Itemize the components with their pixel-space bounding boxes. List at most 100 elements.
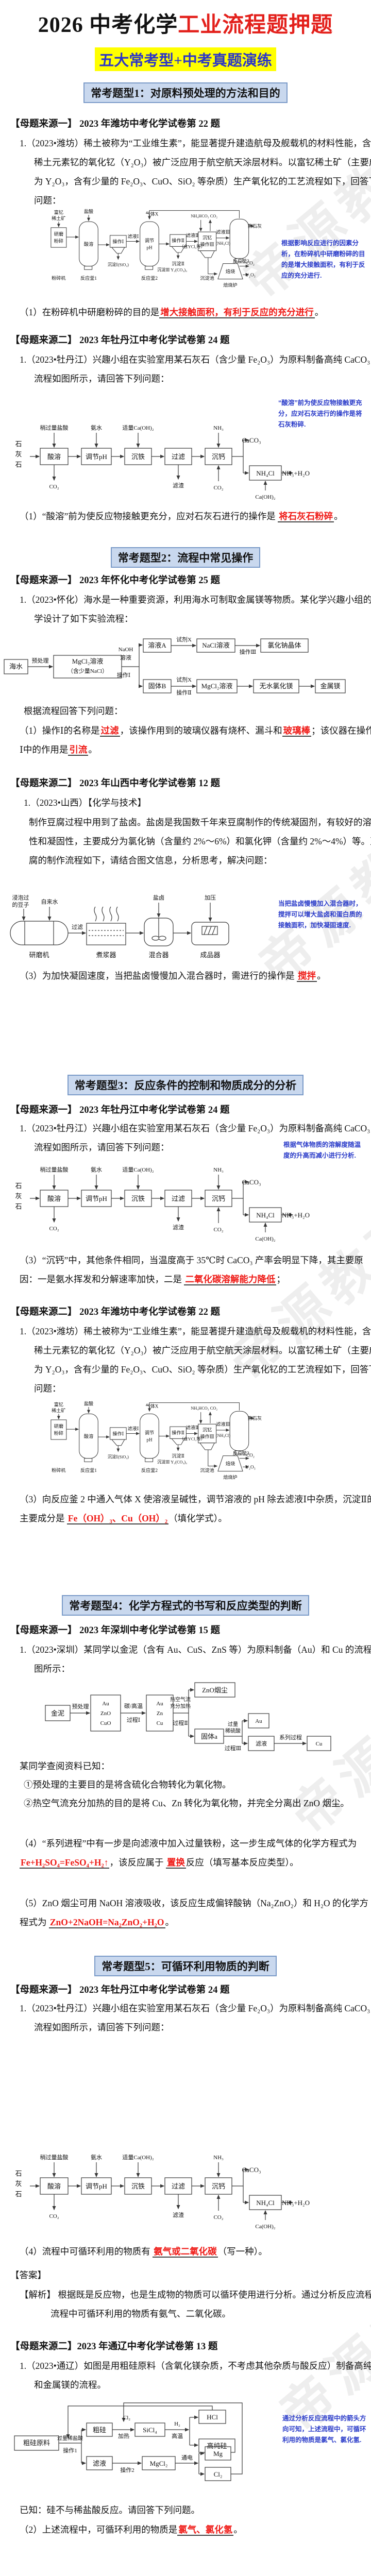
fc-text: MgCl₂溶液: [201, 682, 233, 690]
flowchart-limestone: 石 灰 石 稍过量盐酸 酸溶 CO₂ 氨水 调节pH 适量Ca(OH)₂ 沉铁 …: [7, 421, 347, 504]
fc-text: CO₂: [213, 2214, 223, 2221]
fc-text: 石: [15, 461, 22, 468]
fc-text: 试剂X: [176, 676, 192, 683]
fc-text: H₂: [174, 2421, 180, 2427]
fc-text: 金属镁: [320, 682, 340, 690]
fc-text: 操作Ⅰ: [112, 1431, 124, 1436]
answer-blank: ZnO+2NaOH=Na₂ZnO₂+H₂O: [48, 1917, 165, 1928]
flowchart-limestone-3: 石 灰 石 稍过量盐酸 酸溶 CO₂ 氨水 调节pH 适量Ca(OH)₂ 沉铁 …: [7, 2151, 347, 2233]
fc-text: 熟石灰: [248, 1415, 262, 1421]
info-line: ①预处理的主要目的是将含硫化合物转化为氧化物。: [24, 1780, 231, 1790]
fc-text: 操作Ⅲ: [200, 242, 214, 247]
answer-line: （3）“沉钙”中，其他条件相同，当温度高于 35℃时 CaCO₃ 产率会明显下降…: [10, 1251, 371, 1289]
fc-text: 焙烧: [226, 268, 235, 274]
fc-text: Au: [255, 1718, 262, 1724]
source-heading: 【母题来源二】 2023 年山西中考化学试卷第 12 题: [10, 778, 221, 789]
answer-line: （2）上述流程中，可循环利用的物质是氯气、氯化氢。: [10, 2520, 371, 2539]
fc-text: 海水: [9, 663, 23, 670]
fc-text: 酸溶: [47, 1195, 61, 1202]
answer-blank: Fe（OH）₃、Cu（OH）₂: [66, 1513, 169, 1524]
fc-text: 气体X: [146, 1403, 159, 1409]
fc-text: NH₃+H₂O: [282, 2199, 310, 2207]
source-heading: 【母题来源一】 2023 年深圳中考化学试卷第 15 题: [10, 1625, 221, 1636]
fc-text: 沉淀Ⅰ(SiO₂): [108, 1454, 129, 1460]
fc-text: 通电: [181, 2454, 193, 2461]
fc-text: 滤渣: [173, 482, 184, 489]
flowchart-rare-earth: 富钇 稀土矿 研磨 粉碎 粉碎机 盐酸 酸溶 反应釜1 操作Ⅰ 沉淀Ⅰ(SiO₂…: [15, 207, 273, 291]
fc-shapes: [50, 1402, 254, 1472]
fc-shapes: [4, 638, 346, 693]
fc-text: 的豆子: [12, 901, 29, 908]
fc-text: Cl₂: [123, 2415, 130, 2421]
type1-header: 常考题型1：对原料预处理的方法和目的: [0, 82, 371, 103]
title-black: 2026 中考化学: [38, 13, 178, 37]
flowchart-limestone-2: 石 灰 石 稍过量盐酸 酸溶 CO₂ 氨水 调节pH 适量Ca(OH)₂ 沉铁 …: [7, 1163, 347, 1246]
fc-labels: 石 灰 石 稍过量盐酸 酸溶 CO₂ 氨水 调节pH 适量Ca(OH)₂ 沉铁 …: [15, 2154, 309, 2230]
question-heading: 1.（2023•山西）【化学与技术】: [24, 798, 147, 808]
fc-text: Ca(OH)₂: [255, 494, 275, 500]
fc-labels: 粗硅原料 过量稀盐酸 操作1 粗硅 Cl₂ 加热 SiCl₄ H₂ 高温 HCl…: [23, 2413, 227, 2478]
answer-blank: 氯气、氯化氢: [177, 2524, 234, 2536]
fc-text: CO₂: [246, 1452, 255, 1458]
source-heading: 【母题来源一】 2023 年牡丹江中考化学试卷第 24 题: [10, 1105, 230, 1115]
fc-text: 粗硅: [93, 2426, 106, 2434]
fc-text: 过量稀盐酸: [57, 2435, 83, 2442]
fc-text: 沉钙: [212, 453, 225, 461]
fc-text: HCl: [207, 2413, 218, 2421]
fc-text: 滤液Ⅲ: [216, 229, 230, 235]
fc-text: 氯化钠晶体: [267, 641, 301, 649]
fc-text: 滤渣: [173, 2211, 184, 2218]
source-heading: 【母题来源一】 2023 年怀化中考化学试卷第 25 题: [10, 575, 221, 586]
fc-text: pH: [146, 245, 153, 250]
question-paragraph: 1.（2023•潍坊）稀土被称为“工业维生素”，能显著提升建造航母及舰载机的材料…: [20, 138, 371, 206]
question-paragraph: 制作豆腐过程中用到了盐卤。盐卤是我国数千年来豆腐制作的传统凝固剂，有较好的溶解性…: [29, 817, 371, 866]
fc-text: 操作Ⅰ: [117, 671, 130, 679]
type5-header: 常考题型5：可循环利用物质的判断: [0, 1956, 371, 1976]
fc-text: 反应釜1: [80, 275, 97, 281]
answer-line: （1）操作Ⅰ的名称是过滤，该操作用到的玻璃仪器有烧杯、漏斗和玻璃棒；该仪器在操作…: [10, 721, 371, 759]
fc-text: 粉碎机: [52, 275, 65, 281]
fc-text: 沉钙: [212, 1195, 225, 1202]
answer-post: （填化学式）。: [168, 1513, 227, 1523]
answer-post: 反应（填写基本反应类型）。: [185, 1857, 299, 1868]
fc-text: 过量: [228, 1721, 238, 1727]
fc-text: 高纯硅: [207, 2442, 227, 2450]
fc-text: 稀硫酸: [225, 1727, 241, 1734]
answer-blank: 玻璃棒: [282, 725, 312, 737]
fc-text: NH₄Cl: [256, 469, 275, 477]
answer-pre: （3）为加快凝固速度，当把盐卤慢慢加入混合器时，需进行的操作是: [20, 971, 297, 981]
fc-text: 调节: [145, 1430, 154, 1435]
fc-shapes: [30, 2162, 294, 2220]
fc-text: 沉淀池: [200, 1467, 214, 1473]
type1-header-label: 常考题型1：对原料预处理的方法和目的: [83, 82, 288, 103]
fc-labels: 海水 预处理 MgCl₂溶液 （含少量NaCl） NaOH 溶液 操作Ⅰ 溶液A…: [9, 636, 341, 696]
answer-pre: （4）“系列进程”中有一步是向滤液中加入过量铁粉，这一步生成气体的化学方程式为: [20, 1838, 357, 1849]
answer-post: ；: [276, 1274, 285, 1284]
fc-text: 固体a: [201, 1733, 217, 1740]
fc-shapes: [14, 2402, 243, 2481]
fc-text: 滤液Ⅰ: [127, 1426, 139, 1431]
fc-text: NH₃: [213, 425, 224, 431]
fc-text: 酸溶: [47, 2182, 61, 2190]
fc-text: 溶液: [120, 654, 131, 661]
answer-pre: （4）流程中可循环利用的物质有: [20, 2246, 153, 2257]
fc-text: CaCO₃: [242, 2166, 261, 2174]
analysis-paragraph: 【解析】 根据既是反应物，也是生成物的物质可以循环使用进行分析。通过分析反应流程…: [20, 2290, 371, 2319]
fc-text: 反应釜2: [141, 275, 158, 281]
answer-line: （5）ZnO 烟尘可用 NaOH 溶液吸收，该反应生成偏锌酸钠（Na₂ZnO₂）…: [10, 1894, 371, 1932]
fc-text: 溶液A: [148, 641, 166, 649]
fc-text: 酸溶: [84, 1433, 93, 1439]
question-paragraph: 1.（2023•怀化）海水是一种重要资源，利用海水可制取金属镁等物质。某化学兴趣…: [20, 595, 371, 624]
flowchart-silicon-svg: 粗硅原料 过量稀盐酸 操作1 粗硅 Cl₂ 加热 SiCl₄ H₂ 高温 HCl…: [14, 2402, 243, 2481]
flowchart-rare-earth-2: 富钇 稀土矿 研磨 粉碎 粉碎机 盐酸 酸溶 反应釜1 操作Ⅰ 沉淀Ⅰ(SiO₂…: [15, 1399, 273, 1483]
fc-text: 沉钇: [203, 234, 212, 240]
flowchart-limestone-svg: 石 灰 石 稍过量盐酸 酸溶 CO₂ 氨水 调节pH 适量Ca(OH)₂ 沉铁 …: [15, 1166, 309, 1242]
fc-text: ZnO烟尘: [202, 1686, 228, 1694]
fc-text: 石: [15, 1182, 22, 1190]
fc-text: CaCO₃: [242, 436, 261, 444]
fc-text: 石: [15, 1202, 22, 1210]
fc-text: 沉铁: [131, 2182, 145, 2190]
answer-post: 。: [88, 744, 97, 755]
flowchart-seawater: 海水 预处理 MgCl₂溶液 （含少量NaCl） NaOH 溶液 操作Ⅰ 溶液A…: [0, 633, 371, 699]
fc-text: 氨水: [91, 1166, 102, 1173]
